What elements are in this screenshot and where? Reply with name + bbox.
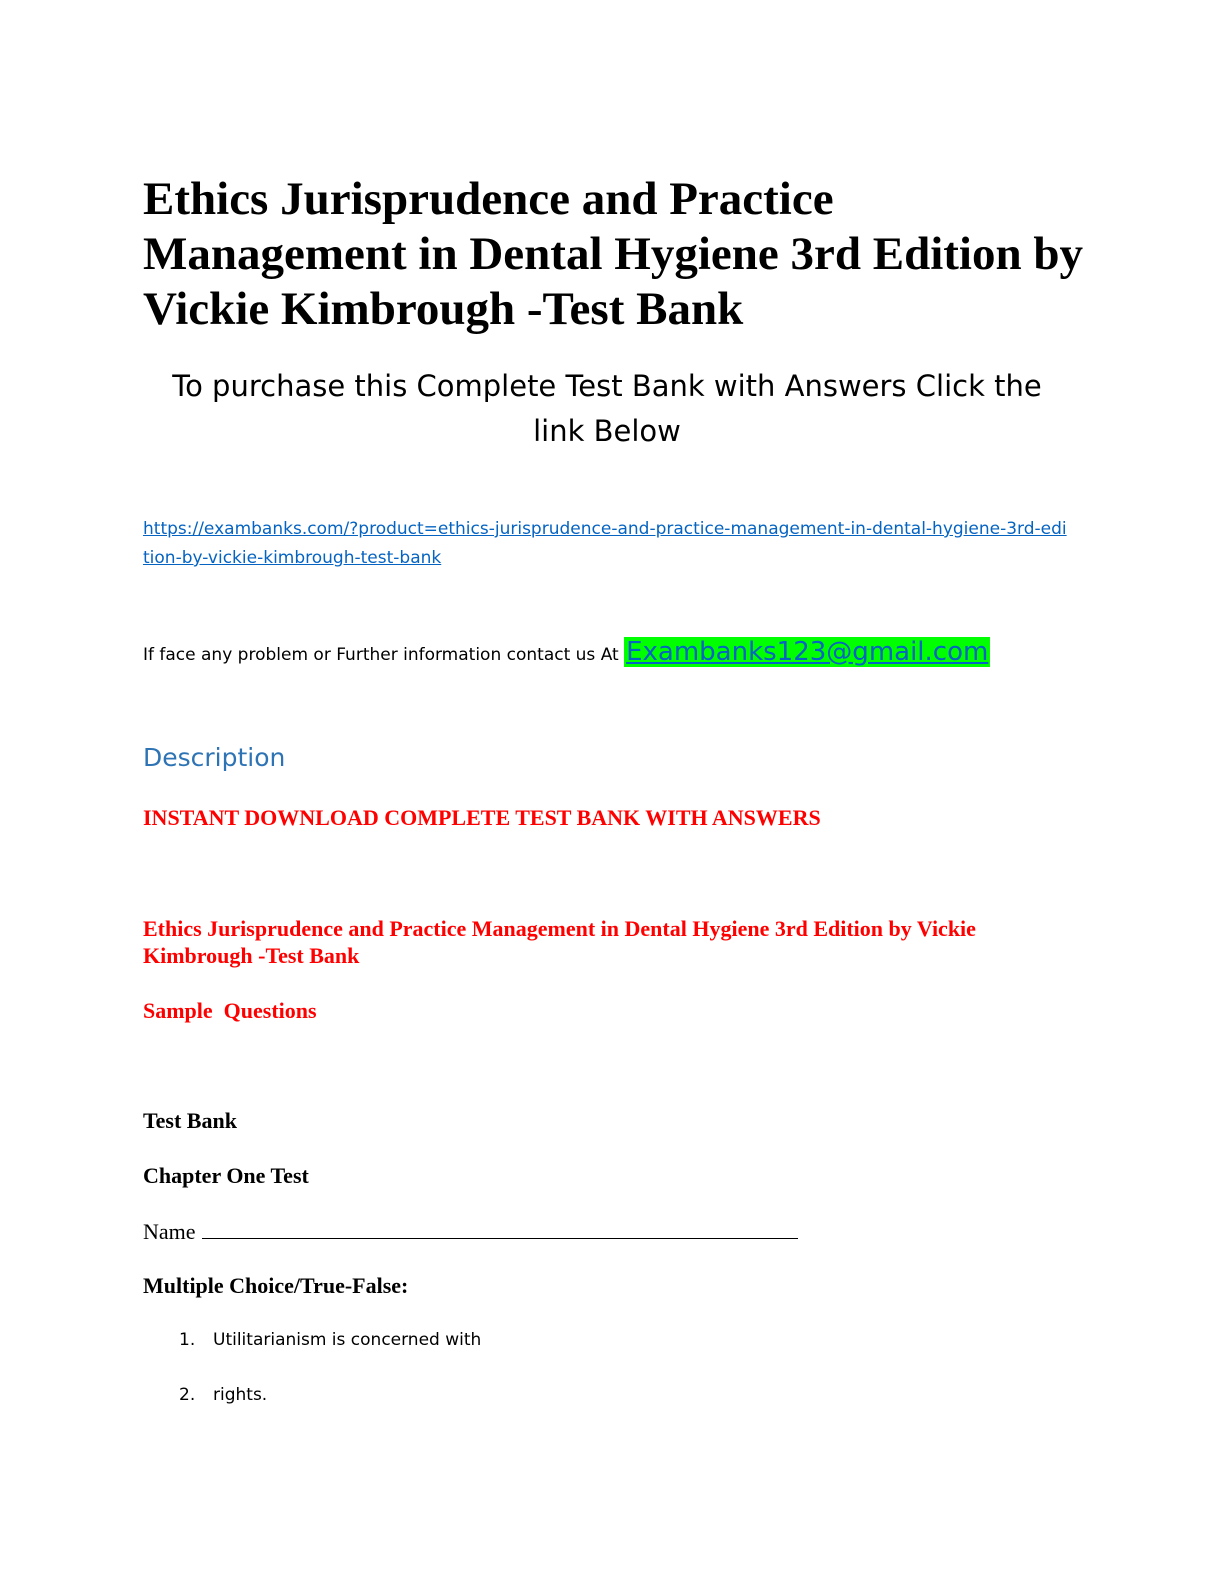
multiple-choice-heading: Multiple Choice/True-False:: [143, 1273, 409, 1298]
purchase-instruction: To purchase this Complete Test Bank with…: [172, 369, 1042, 448]
name-label: Name: [143, 1219, 196, 1244]
instant-download-banner: INSTANT DOWNLOAD COMPLETE TEST BANK WITH…: [143, 805, 821, 830]
question-text: Utilitarianism is concerned with: [213, 1330, 482, 1350]
question-number: 2.: [179, 1385, 196, 1405]
chapter-label: Chapter One Test: [143, 1163, 309, 1188]
test-bank-label: Test Bank: [143, 1108, 237, 1133]
sample-questions-heading: Sample Questions: [143, 998, 317, 1023]
product-link[interactable]: https://exambanks.com/?product=ethics-ju…: [143, 519, 1067, 568]
question-text: rights.: [213, 1385, 268, 1405]
book-title: Ethics Jurisprudence and Practice Manage…: [143, 916, 976, 968]
name-underline[interactable]: [201, 1216, 798, 1239]
description-heading: Description: [143, 743, 286, 772]
contact-text: If face any problem or Further informati…: [143, 645, 625, 665]
question-number: 1.: [179, 1330, 196, 1350]
email-link[interactable]: Exambanks123@gmail.com: [624, 637, 991, 667]
document-title: Ethics Jurisprudence and Practice Manage…: [143, 173, 1084, 335]
question-item: 1. Utilitarianism is concerned with: [179, 1328, 481, 1352]
question-item: 2. rights.: [179, 1383, 267, 1407]
name-field: Name: [143, 1216, 798, 1245]
contact-line: If face any problem or Further informati…: [143, 626, 1143, 681]
